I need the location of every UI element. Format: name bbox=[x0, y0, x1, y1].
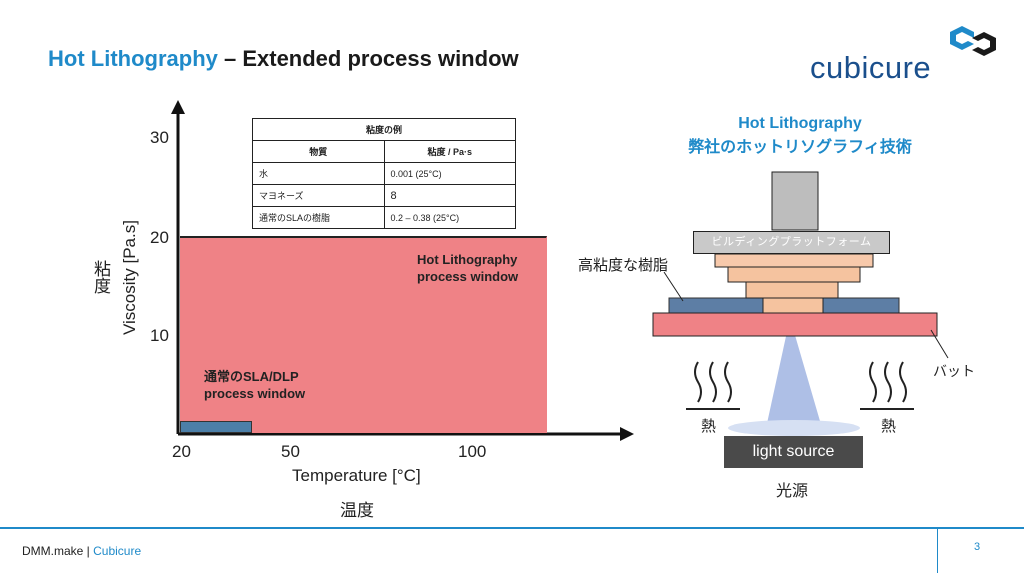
part-layer bbox=[762, 297, 824, 314]
hot-lithography-window bbox=[180, 236, 547, 433]
x-tick: 20 bbox=[172, 442, 191, 461]
sla-dlp-window bbox=[180, 421, 252, 433]
table-cell: 0.2 – 0.38 (25°C) bbox=[383, 206, 516, 229]
table-header-row: 物質 粘度 / Pa·s bbox=[252, 140, 516, 163]
y-tick: 30 bbox=[150, 128, 169, 147]
title-rest: – Extended process window bbox=[217, 46, 519, 71]
sla-window-label-line1: 通常のSLA/DLP bbox=[204, 369, 299, 384]
x-tick: 100 bbox=[458, 442, 487, 461]
table-row: 通常のSLAの樹脂 0.2 – 0.38 (25°C) bbox=[252, 206, 516, 229]
title-accent: Hot Lithography bbox=[48, 46, 218, 71]
cubicure-logo-icon bbox=[950, 26, 996, 56]
hot-window-label-line1: Hot Lithography bbox=[417, 252, 518, 267]
y-tick: 20 bbox=[150, 228, 169, 247]
slide-title: Hot Lithography – Extended process windo… bbox=[48, 46, 519, 72]
x-axis-label: Temperature [°C] bbox=[292, 466, 421, 485]
sla-window-label-line2: process window bbox=[204, 386, 306, 401]
footer-brand: Cubicure bbox=[93, 544, 142, 558]
footer-vertical-divider bbox=[937, 527, 938, 573]
light-glow bbox=[728, 420, 860, 436]
resin-label: 高粘度な樹脂 bbox=[578, 257, 669, 274]
viscosity-table: 粘度の例 物質 粘度 / Pa·s 水 0.001 (25°C) マヨネーズ 8… bbox=[252, 118, 516, 229]
light-source-box: light source bbox=[724, 436, 863, 468]
sla-window-label: 通常のSLA/DLP process window bbox=[204, 368, 305, 402]
platform-shaft bbox=[771, 171, 819, 231]
heat-waves-left bbox=[694, 361, 732, 403]
table-row: マヨネーズ 8 bbox=[252, 184, 516, 207]
y-tick: 10 bbox=[150, 326, 169, 345]
diagram-title-line2: 弊社のホットリソグラフィ技術 bbox=[688, 139, 912, 156]
vat-label: バット bbox=[933, 363, 975, 379]
building-platform: ビルディングプラットフォーム bbox=[693, 231, 890, 254]
heat-label-right: 熱 bbox=[881, 418, 897, 435]
light-beam bbox=[766, 318, 822, 428]
y-axis-label-jp: 粘度 bbox=[91, 260, 110, 294]
x-tick: 50 bbox=[281, 442, 300, 461]
footer-divider bbox=[0, 527, 1024, 529]
part-layer bbox=[727, 266, 861, 283]
hot-window-label: Hot Lithography process window bbox=[417, 251, 518, 285]
hot-window-label-line2: process window bbox=[417, 269, 519, 284]
heat-label-left: 熱 bbox=[701, 418, 717, 435]
footer-text: DMM.make | Cubicure bbox=[22, 544, 141, 558]
footer-prefix: DMM.make | bbox=[22, 544, 94, 558]
heat-waves-right bbox=[869, 361, 907, 403]
x-axis-label-jp: 温度 bbox=[340, 501, 374, 520]
table-cell: 通常のSLAの樹脂 bbox=[252, 206, 385, 229]
diagram-title-line1: Hot Lithography bbox=[738, 115, 862, 132]
part-layer bbox=[714, 253, 874, 268]
light-source-label-jp: 光源 bbox=[776, 483, 809, 500]
part-layer bbox=[745, 281, 839, 299]
diagram-title: Hot Lithography 弊社のホットリソグラフィ技術 bbox=[675, 112, 925, 160]
vat bbox=[652, 312, 938, 337]
page-number: 3 bbox=[974, 541, 981, 553]
logo-text: cubicure bbox=[810, 50, 932, 85]
